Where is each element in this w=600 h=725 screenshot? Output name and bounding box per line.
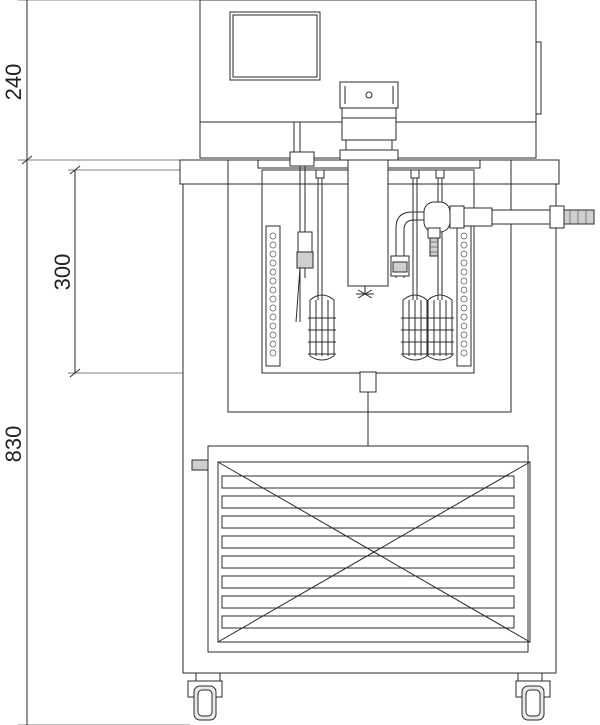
heater-element-right-b [426,169,454,361]
stirrer-motor [339,81,399,161]
outlet-pipe [390,201,595,278]
caster-left [187,672,223,721]
dim-label-240: 240 [1,64,26,101]
control-box [199,0,542,159]
caster-right [515,672,551,721]
dimension-lines [18,0,262,725]
condenser-panel [207,445,531,653]
heater-element-right-a [401,169,429,361]
temperature-probe [289,121,315,323]
heater-element-left [308,169,336,361]
stirrer-shaft [347,159,389,299]
dim-label-830: 830 [1,426,26,463]
dim-label-300: 300 [50,254,75,291]
